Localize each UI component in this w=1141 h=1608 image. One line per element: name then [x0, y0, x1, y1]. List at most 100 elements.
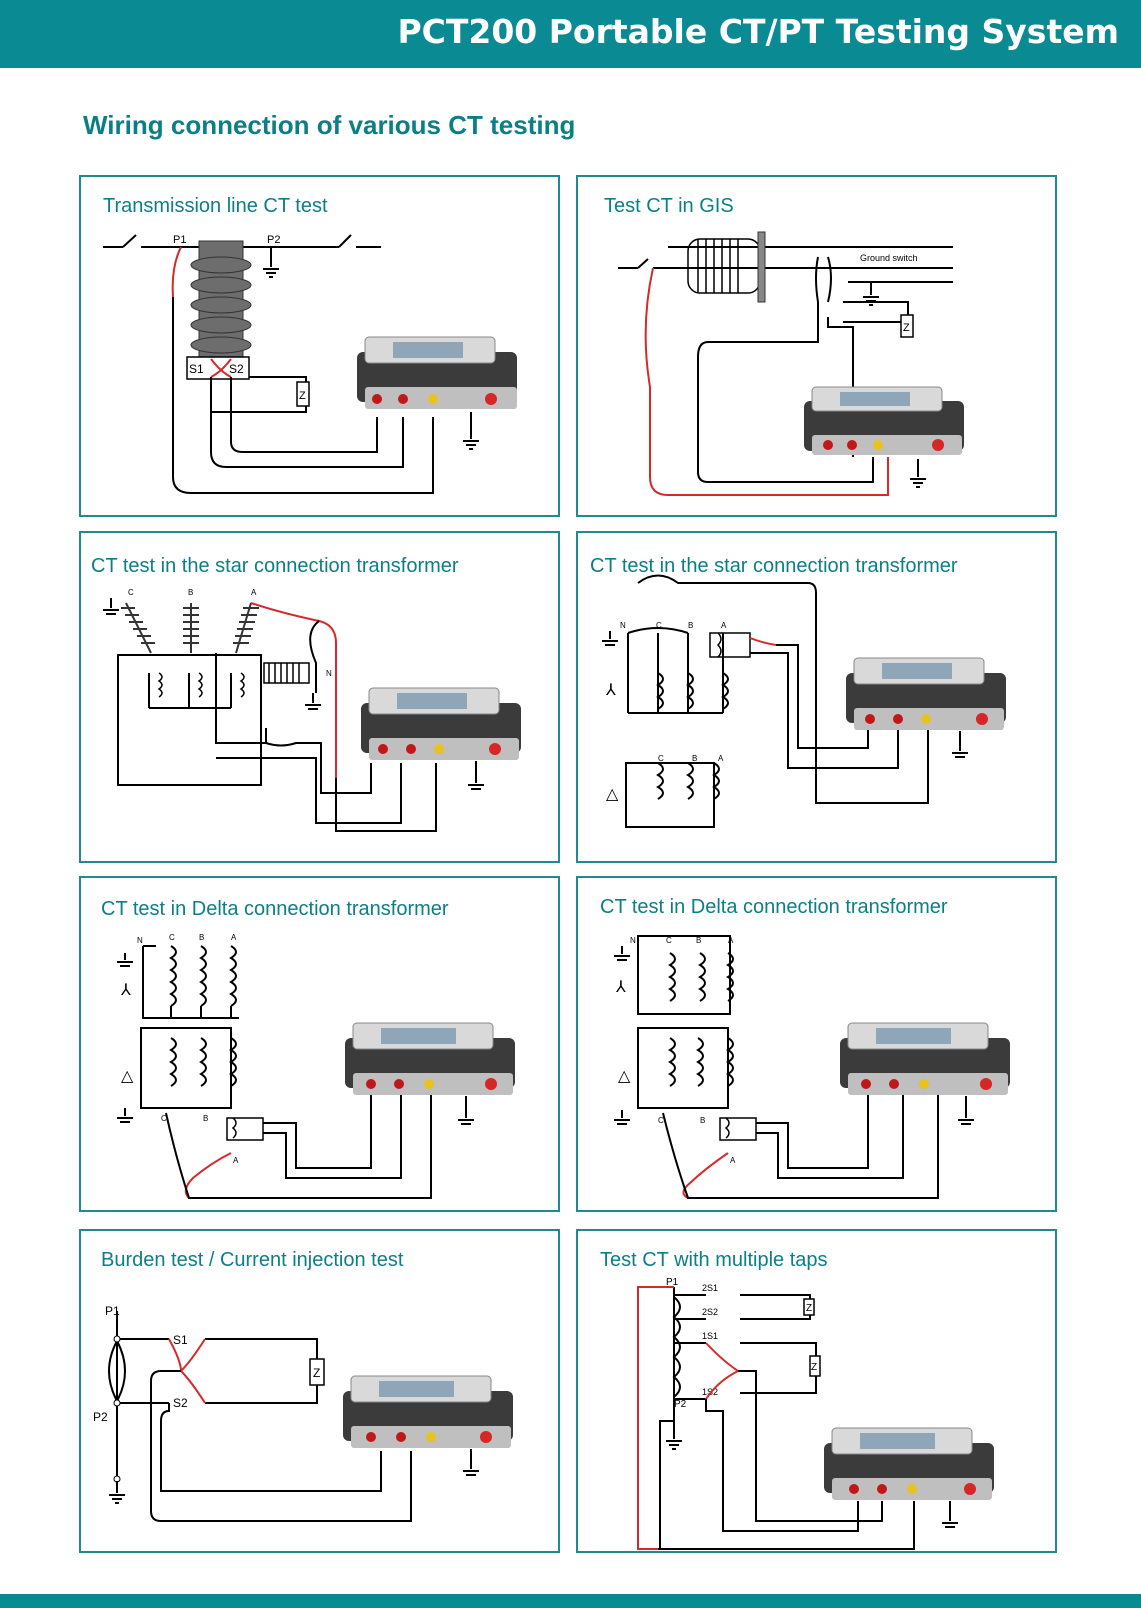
z-label: Z	[313, 1366, 320, 1380]
red-leads	[168, 1338, 206, 1404]
bushing-c	[121, 602, 155, 654]
panel-star-transformer-1: CT test in the star connection transform…	[79, 531, 560, 863]
black-leads	[150, 1370, 412, 1522]
a2-label: A	[718, 754, 724, 763]
a-label: A	[231, 933, 237, 942]
z-label: Z	[299, 390, 306, 402]
diagram-delta-transformer-2: N C B A ⅄ △ C B A	[614, 935, 1010, 1199]
bushing-b	[183, 603, 199, 653]
red-lead	[644, 267, 889, 496]
star-winding	[637, 935, 734, 1015]
device-ground-icon	[942, 1501, 958, 1528]
c-label: C	[656, 621, 662, 630]
panel-title: Test CT in GIS	[604, 195, 734, 217]
2s2-label: 2S2	[702, 1307, 718, 1317]
device-ground-icon	[910, 459, 926, 488]
c2-label: C	[161, 1114, 167, 1123]
c2-label: C	[658, 754, 664, 763]
a-label: A	[251, 588, 257, 597]
z-label: Z	[903, 322, 910, 334]
ground-icon	[117, 953, 133, 967]
device-ground-icon	[458, 1096, 474, 1125]
tester-device	[846, 657, 1006, 730]
device-ground-icon	[958, 1096, 974, 1125]
ground-icon	[263, 247, 279, 278]
ground-icon	[602, 631, 618, 646]
star-symbol: ⅄	[120, 982, 131, 999]
panel-title: CT test in Delta connection transformer	[101, 898, 449, 920]
red-lead	[184, 1152, 232, 1199]
ground-icon	[614, 1110, 630, 1125]
ct-coil	[709, 632, 751, 658]
c-label: C	[128, 588, 134, 597]
ground-switch-label: Ground switch	[860, 253, 918, 263]
delta-winding	[625, 762, 720, 828]
delta-symbol: △	[121, 1068, 134, 1085]
b2-label: B	[692, 754, 697, 763]
black-leads	[165, 1093, 432, 1199]
page-footer-bar	[0, 1594, 1141, 1608]
panel-title: Burden test / Current injection test	[101, 1249, 404, 1271]
panel-title: Test CT with multiple taps	[600, 1249, 828, 1271]
bushing-ct-coils	[157, 672, 245, 698]
header-title: PCT200 Portable CT/PT Testing System	[397, 12, 1119, 51]
burden-z-2	[809, 1355, 821, 1377]
star-winding	[627, 574, 817, 714]
p2-label: P2	[267, 234, 280, 246]
panel-transmission-line-ct: Transmission line CT test P1 P2 S1 S2	[79, 175, 560, 517]
page-header: PCT200 Portable CT/PT Testing System	[0, 0, 1141, 68]
neutral-coil	[263, 662, 310, 684]
n-label: N	[630, 936, 636, 945]
ground-icon	[614, 946, 630, 961]
star-symbol: ⅄	[605, 682, 616, 699]
burden-z	[296, 381, 310, 407]
p1-label: P1	[666, 1277, 679, 1288]
c-label: C	[666, 936, 672, 945]
panel-title: CT test in Delta connection transformer	[600, 896, 948, 918]
diagram-multiple-taps: P1 P2 2S1 2S2 1S1 1S2 Z Z	[637, 1277, 994, 1550]
tester-device	[361, 687, 521, 760]
delta-symbol: △	[606, 786, 619, 803]
s1-label: S1	[173, 1333, 188, 1347]
burden-z	[900, 314, 914, 338]
2s1-label: 2S1	[702, 1283, 718, 1293]
gis-flange	[757, 231, 766, 303]
black-leads	[750, 643, 929, 804]
tester-device	[840, 1022, 1010, 1095]
device-ground-icon	[952, 731, 968, 758]
star-symbol: ⅄	[615, 979, 626, 996]
diagram-delta-transformer-1: N C B A ⅄ △ C B A	[117, 933, 515, 1199]
a2-label: A	[233, 1156, 239, 1165]
diagram-star-transformer-1: C B A N	[103, 588, 521, 832]
diagram-test-ct-gis: Ground switch Z	[618, 231, 964, 496]
a2-label: A	[730, 1156, 736, 1165]
panel-title: Transmission line CT test	[103, 195, 328, 217]
burden-z-1	[803, 1298, 815, 1316]
black-leads	[172, 297, 434, 494]
diagram-transmission-line-ct: P1 P2 S1 S2	[103, 234, 517, 494]
a-label: A	[721, 621, 727, 630]
red-leads	[637, 1286, 739, 1550]
b-label: B	[188, 588, 193, 597]
panel-title: CT test in the star connection transform…	[590, 555, 958, 577]
b-label: B	[696, 936, 701, 945]
bushing-a	[233, 602, 259, 654]
section-title: Wiring connection of various CT testing	[83, 110, 576, 140]
delta-symbol: △	[618, 1068, 631, 1085]
p1-label: P1	[173, 234, 186, 246]
diagram-star-transformer-2: N C B A ⅄ C B A	[602, 574, 1006, 828]
red-leads	[171, 246, 232, 378]
n-label: N	[137, 936, 143, 945]
panel-burden-test: Burden test / Current injection test P1 …	[79, 1229, 560, 1553]
tester-device	[357, 336, 517, 409]
panel-star-transformer-2: CT test in the star connection transform…	[576, 531, 1057, 863]
p2-label: P2	[674, 1399, 687, 1410]
black-leads	[215, 620, 437, 832]
panel-title: CT test in the star connection transform…	[91, 555, 459, 577]
black-leads	[662, 1093, 939, 1199]
b-label: B	[199, 933, 204, 942]
panel-delta-transformer-1: CT test in Delta connection transformer …	[79, 876, 560, 1212]
tester-device	[345, 1022, 515, 1095]
diagram-burden-test: P1 P2 S1 S2 Z	[93, 1304, 513, 1522]
s2-label: S2	[229, 362, 244, 376]
